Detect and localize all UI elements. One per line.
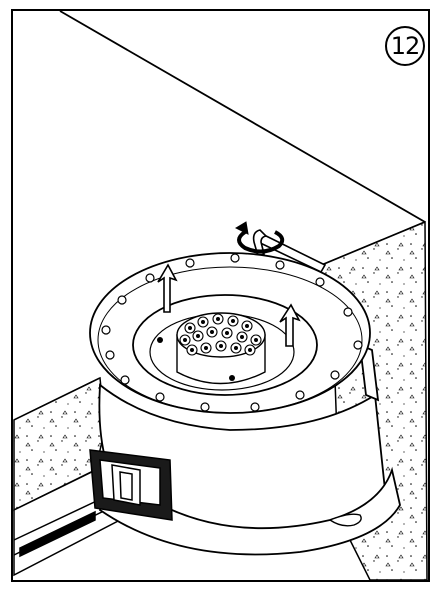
concrete-face-left — [13, 376, 106, 512]
step-number-badge: 12 — [385, 26, 425, 66]
step-number: 12 — [390, 32, 421, 60]
rotate-arrow-icon — [234, 221, 285, 254]
retaining-screws — [157, 337, 235, 381]
up-arrow-icon — [157, 263, 301, 347]
connector-housing — [89, 449, 173, 521]
flange-bolts — [101, 253, 363, 412]
circled-number-icon — [385, 26, 425, 66]
pin-insert — [176, 312, 266, 385]
